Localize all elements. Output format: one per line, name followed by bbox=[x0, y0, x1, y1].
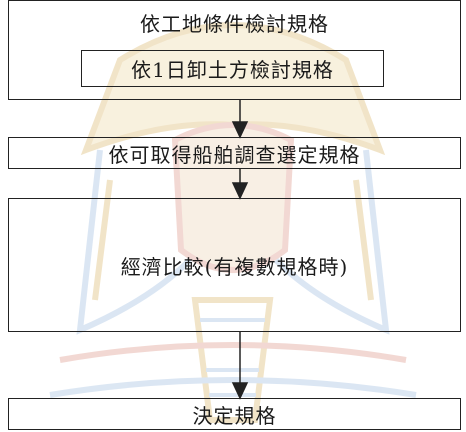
decide-spec-box: 決定規格 bbox=[8, 398, 461, 430]
arrowhead-1 bbox=[231, 121, 249, 139]
vessel-survey-box: 依可取得船舶調查選定規格 bbox=[8, 137, 461, 169]
arrowhead-3 bbox=[231, 382, 249, 400]
site-conditions-label: 依工地條件檢討規格 bbox=[140, 12, 329, 36]
daily-unloading-box: 依1日卸土方檢討規格 bbox=[81, 50, 384, 87]
decide-spec-label: 決定規格 bbox=[192, 403, 277, 428]
economic-comparison-box: 經濟比較(有複數規格時) bbox=[8, 198, 461, 332]
daily-unloading-label: 依1日卸土方檢討規格 bbox=[131, 58, 334, 82]
vessel-survey-label: 依可取得船舶調查選定規格 bbox=[108, 142, 361, 167]
economic-comparison-label: 經濟比較(有複數規格時) bbox=[120, 254, 349, 279]
site-conditions-box: 依工地條件檢討規格 依1日卸土方檢討規格 bbox=[8, 0, 461, 100]
arrowhead-2 bbox=[231, 182, 249, 200]
